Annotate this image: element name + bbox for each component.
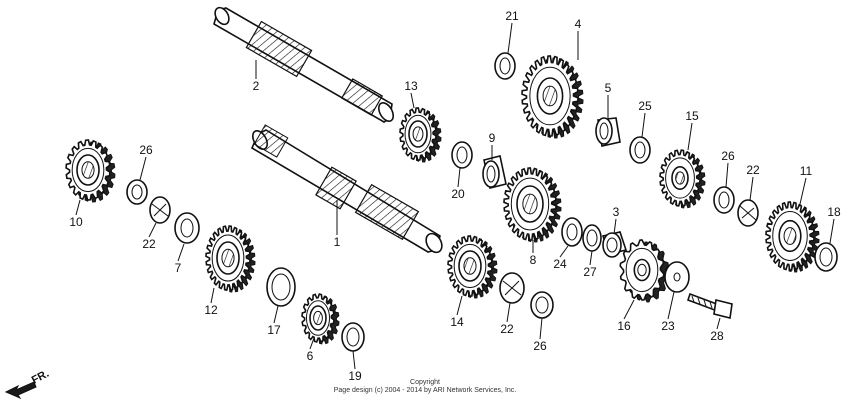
gear-8 — [503, 167, 562, 243]
part-label-7: 7 — [175, 261, 182, 275]
leader-14 — [456, 295, 463, 316]
part-label-22b: 22 — [500, 322, 514, 336]
part-label-4: 4 — [575, 17, 582, 31]
washer-17 — [266, 267, 296, 307]
leader-6 — [309, 337, 315, 350]
part-label-5: 5 — [605, 81, 612, 95]
part-label-11: 11 — [800, 164, 813, 178]
leader-10 — [75, 199, 81, 216]
bolt-28 — [686, 292, 733, 319]
part-label-28: 28 — [710, 329, 724, 343]
leader-25 — [641, 112, 646, 138]
bushing-5 — [595, 117, 621, 147]
gear-13 — [399, 107, 442, 163]
washer-26-top — [713, 186, 735, 214]
part-label-24: 24 — [553, 257, 567, 271]
part-label-21: 21 — [505, 9, 519, 23]
leader-21 — [507, 22, 513, 54]
washer-22-bottom — [499, 272, 525, 304]
part-label-13: 13 — [404, 79, 418, 93]
leader-28 — [716, 317, 721, 330]
part-label-23: 23 — [661, 319, 675, 333]
leader-13 — [410, 92, 415, 109]
part-label-22c: 22 — [746, 163, 760, 177]
part-labels: 1234567891011121314151617181920212222222… — [69, 9, 841, 383]
leader-12 — [210, 287, 215, 304]
leader-24 — [559, 245, 569, 258]
leader-lines — [75, 22, 835, 370]
part-label-10: 10 — [69, 215, 83, 229]
part-label-1: 1 — [334, 235, 341, 249]
part-label-17: 17 — [267, 323, 281, 337]
part-label-16: 16 — [617, 319, 631, 333]
part-label-12: 12 — [204, 303, 218, 317]
part-label-26c: 26 — [721, 149, 735, 163]
bushing-7 — [174, 212, 200, 244]
part-label-19: 19 — [348, 369, 362, 383]
washer-19 — [341, 322, 365, 352]
leader-17 — [273, 305, 279, 324]
bushing-9 — [482, 155, 507, 189]
part-label-8: 8 — [530, 253, 537, 267]
leader-22b — [506, 302, 511, 323]
sprocket-16 — [619, 239, 670, 303]
washer-20 — [451, 141, 473, 169]
washer-26-left — [126, 179, 148, 205]
part-label-3: 3 — [613, 205, 620, 219]
leader-19 — [352, 350, 356, 370]
part-label-25: 25 — [638, 99, 652, 113]
leader-26c — [725, 162, 729, 188]
leader-22 — [148, 222, 157, 238]
washer-25 — [629, 136, 651, 164]
gear-6 — [301, 293, 340, 345]
gear-14 — [447, 235, 498, 299]
leader-16 — [623, 299, 635, 320]
leader-18 — [829, 218, 835, 244]
leader-22c — [749, 176, 754, 201]
washer-22-left — [149, 196, 171, 224]
part-label-27: 27 — [583, 265, 597, 279]
copyright-title: Copyright — [410, 379, 440, 386]
countershaft — [213, 6, 395, 123]
part-label-15: 15 — [685, 109, 699, 123]
washer-22-right — [737, 199, 759, 227]
washer-21 — [494, 52, 516, 80]
part-label-2: 2 — [253, 79, 260, 93]
leader-20 — [457, 167, 461, 188]
front-direction-marker: FR. — [4, 368, 51, 400]
part-label-18: 18 — [827, 205, 841, 219]
leader-27 — [589, 250, 593, 266]
fr-label: FR. — [30, 368, 51, 387]
part-label-22: 22 — [142, 237, 156, 251]
leader-15 — [687, 122, 693, 151]
part-label-26b: 26 — [533, 339, 547, 353]
leader-7 — [177, 243, 185, 262]
gear-12 — [205, 225, 256, 293]
part-label-26: 26 — [139, 143, 153, 157]
washer-27 — [582, 224, 602, 252]
gear-4 — [521, 55, 584, 139]
washer-24 — [561, 217, 583, 247]
bushing-3 — [601, 231, 628, 258]
gear-15 — [659, 149, 706, 209]
leader-23 — [667, 291, 675, 320]
washer-18 — [814, 242, 838, 272]
washer-23 — [664, 261, 690, 293]
leader-11 — [799, 177, 807, 205]
leader-3 — [613, 218, 617, 235]
mainshaft — [250, 124, 443, 254]
copyright-notice: Page design (c) 2004 - 2014 by ARI Netwo… — [334, 387, 517, 394]
gear-10 — [65, 139, 116, 203]
gear-11 — [765, 201, 820, 273]
leader-26 — [139, 156, 147, 181]
part-label-6: 6 — [307, 349, 314, 363]
part-label-14: 14 — [450, 315, 464, 329]
washer-26-bottom — [530, 291, 554, 319]
part-label-9: 9 — [489, 131, 496, 145]
leader-26b — [539, 317, 543, 340]
part-label-20: 20 — [451, 187, 465, 201]
